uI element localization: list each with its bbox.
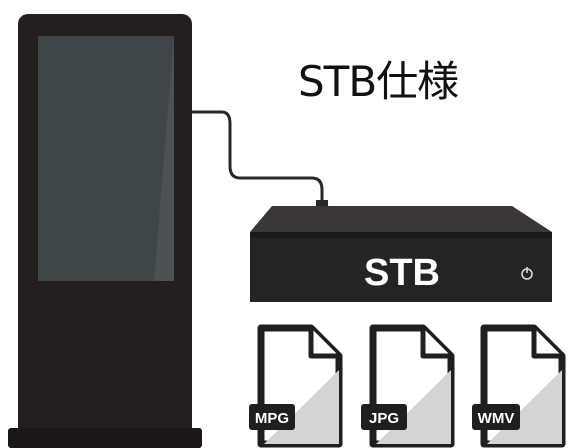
page-title: STB仕様: [298, 57, 459, 106]
set-top-box-icon: STB: [250, 206, 552, 302]
file-icon: [480, 324, 566, 448]
file-label: MPG: [255, 410, 289, 427]
file-tag: [249, 404, 295, 430]
file-tag: [361, 404, 407, 430]
file-tag: [472, 404, 520, 430]
file-label: JPG: [369, 410, 399, 427]
cable-icon: [190, 110, 324, 208]
stb-label: STB: [364, 252, 440, 294]
power-icon: [521, 267, 533, 280]
file-icon-mpg: MPG: [249, 324, 343, 448]
screen-reflection: [154, 36, 174, 281]
kiosk-display-icon: [8, 14, 202, 448]
kiosk-screen: [38, 36, 174, 281]
kiosk-base: [8, 428, 202, 448]
file-label: WMV: [478, 410, 515, 427]
stb-front-edge: [250, 232, 552, 238]
stb-front-face: [250, 232, 552, 302]
cable-plug: [316, 200, 328, 210]
stb-top-face: [250, 206, 552, 232]
file-icon-jpg: JPG: [361, 324, 455, 448]
file-icon-wmv: WMV: [472, 324, 566, 448]
